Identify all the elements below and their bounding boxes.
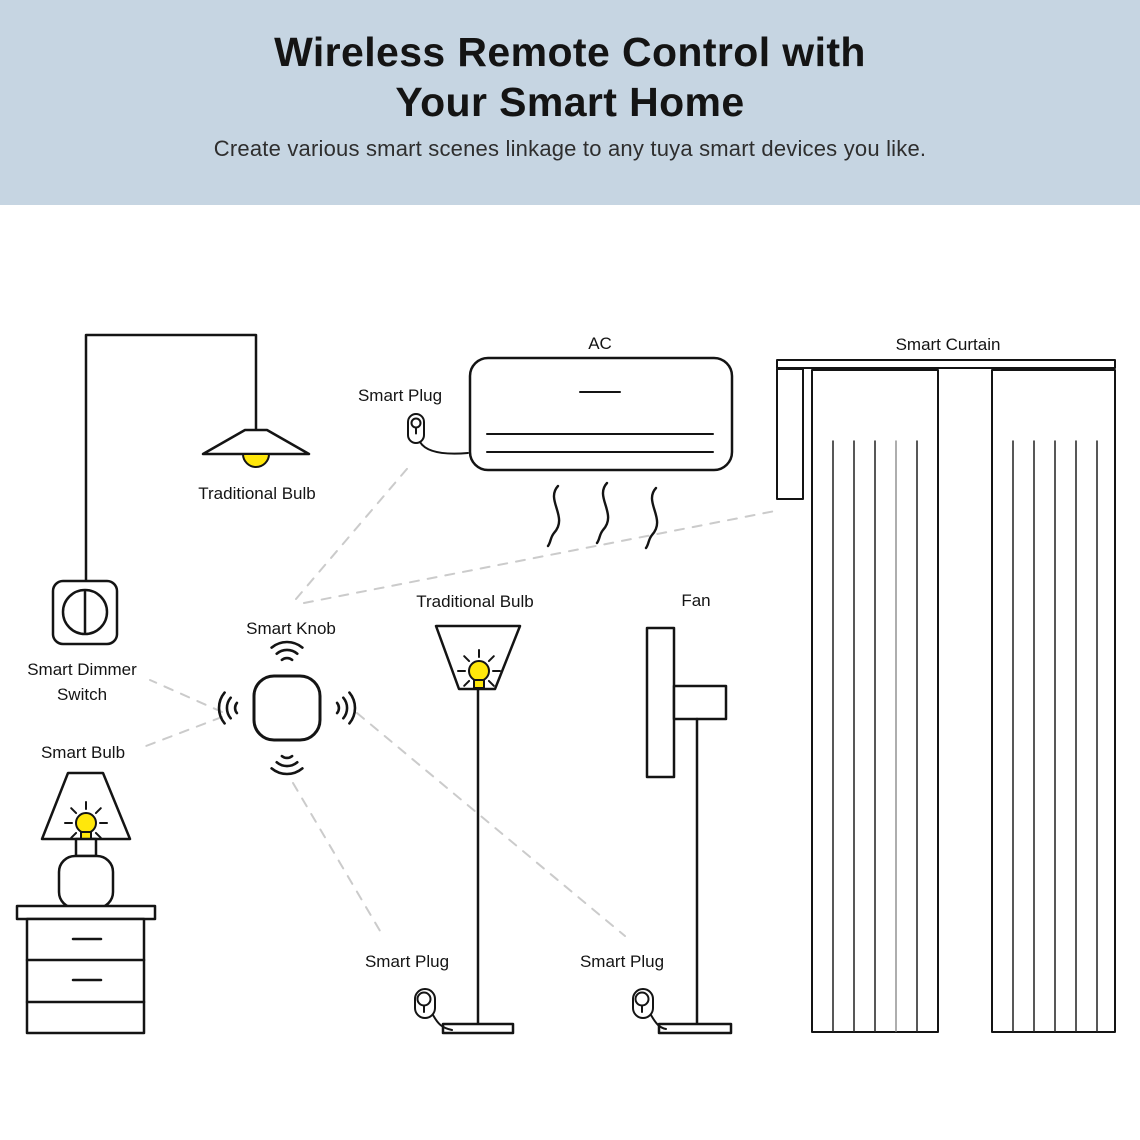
- floor-lamp-base: [441, 1022, 515, 1035]
- fan-blade: [645, 626, 676, 779]
- bulb-icon: [242, 453, 270, 468]
- link-knob-dimmer: [149, 679, 223, 713]
- smart-bulb-label: Smart Bulb: [41, 743, 125, 762]
- link-knob-curtain: [303, 510, 776, 604]
- link-knob-floor-plug: [292, 782, 384, 937]
- ac-label: AC: [588, 334, 612, 353]
- bulb-icon: [457, 649, 501, 689]
- nightstand-top: [15, 904, 157, 921]
- ac-plug-label: Smart Plug: [358, 386, 442, 405]
- floor-plug-label: Smart Plug: [365, 952, 449, 971]
- floor-bulb-label: Traditional Bulb: [416, 592, 534, 611]
- fan-motor: [672, 684, 728, 721]
- smart-curtain: [776, 359, 1116, 1033]
- linkage-dashed-lines: [145, 462, 776, 937]
- fan-label: Fan: [681, 591, 710, 610]
- smart-plug-icon: [414, 988, 453, 1031]
- wifi-waves-icon: [217, 640, 357, 776]
- pendant-shade: [201, 428, 311, 456]
- lamp-base: [57, 854, 115, 910]
- floor-lamp-shade: [434, 624, 522, 691]
- smart-dimmer-switch: [51, 579, 119, 646]
- nightstand: [15, 904, 157, 1035]
- link-knob-ac-plug: [295, 462, 413, 600]
- page-title-line2: Your Smart Home: [395, 79, 745, 125]
- link-knob-smart-bulb: [145, 716, 223, 747]
- pendant-bulb-label: Traditional Bulb: [198, 484, 316, 503]
- smart-dimmer-label-line2: Switch: [57, 685, 107, 704]
- ac-unit: [468, 356, 734, 550]
- smart-plug-icon: [632, 988, 667, 1030]
- lamp-neck: [74, 837, 98, 858]
- smart-knob: [217, 640, 357, 776]
- curtain-rail: [776, 359, 1116, 369]
- smart-curtain-label: Smart Curtain: [896, 335, 1001, 354]
- pendant-wire: [84, 333, 258, 583]
- air-flow-icon: [546, 481, 659, 550]
- fan: [645, 626, 733, 1035]
- page-subtitle: Create various smart scenes linkage to a…: [213, 136, 927, 161]
- smart-knob-label: Smart Knob: [246, 619, 336, 638]
- smart-plug-icon: [407, 413, 469, 455]
- knob-body: [252, 674, 322, 742]
- diagram-labels: Traditional Bulb Smart Plug AC Smart Cur…: [27, 334, 1000, 971]
- curtain-folds: [832, 440, 1098, 1032]
- ac-body: [468, 356, 734, 472]
- nightstand-body: [25, 917, 146, 1035]
- fan-base: [657, 1022, 733, 1035]
- smart-dimmer-label-line1: Smart Dimmer: [27, 660, 137, 679]
- page-title-line1: Wireless Remote Control with: [274, 29, 866, 75]
- floor-lamp: [434, 624, 522, 1035]
- fan-plug-label: Smart Plug: [580, 952, 664, 971]
- link-knob-fan-plug: [356, 712, 626, 937]
- bulb-icon: [64, 801, 108, 840]
- pendant-lamp: [84, 333, 311, 583]
- curtain-motor: [776, 368, 804, 500]
- smart-bulb-lamp: [40, 771, 132, 910]
